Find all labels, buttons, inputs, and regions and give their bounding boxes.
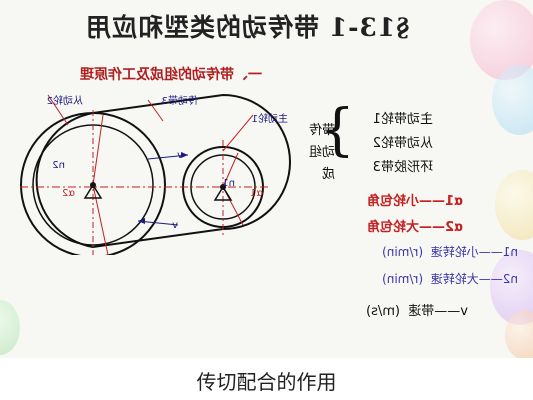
label-a1: α1 xyxy=(250,188,263,199)
balloon-decoration xyxy=(505,310,533,358)
label-n1: n1 xyxy=(222,178,235,189)
slide-image: §13-1 带传动的类型和应用 一、带传动的组成及工作原理 xyxy=(0,0,533,358)
symbol-alpha1: α1——小轮包角 xyxy=(367,194,463,209)
balloon-decoration xyxy=(492,65,533,135)
symbol-n1: n1——小轮转速 (r/min) xyxy=(382,245,518,259)
page-title: §13-1 带传动的类型和应用 xyxy=(85,13,410,42)
driver-pivot-icon xyxy=(213,185,233,201)
symbol-v: v——带速 (m/s) xyxy=(366,304,468,319)
balloon-decoration xyxy=(0,300,20,355)
label-driver-pulley: 主动轮1 xyxy=(251,114,288,125)
composition-group-label: 带传动组成 xyxy=(308,123,335,182)
label-belt: 传动带3 xyxy=(161,96,198,107)
composition-item: 环形胶带3 xyxy=(372,160,433,175)
label-a2: α2 xyxy=(62,188,75,199)
driven-pivot-icon xyxy=(83,183,103,199)
mirrored-content: §13-1 带传动的类型和应用 一、带传动的组成及工作原理 xyxy=(18,13,518,319)
label-driven-pulley: 从动轮2 xyxy=(46,96,83,107)
label-n2: n2 xyxy=(52,160,65,171)
composition-item: 主动带轮1 xyxy=(372,112,433,127)
belt-drive-diagram xyxy=(18,93,291,255)
section-heading: 一、带传动的组成及工作原理 xyxy=(80,67,262,83)
symbol-alpha2: α2——大轮包角 xyxy=(367,220,463,235)
composition-block: 主动带轮1 从动带轮2 环形胶带3 } 带传动组成 xyxy=(303,98,433,182)
label-v-bottom: v xyxy=(172,220,178,231)
symbol-n2: n2——大轮转速 (r/min) xyxy=(382,272,518,286)
caption: 传切配合的作用 xyxy=(196,370,337,394)
composition-item: 从动带轮2 xyxy=(372,136,433,151)
balloon-decoration xyxy=(495,170,533,240)
label-v-top: v xyxy=(177,150,183,161)
